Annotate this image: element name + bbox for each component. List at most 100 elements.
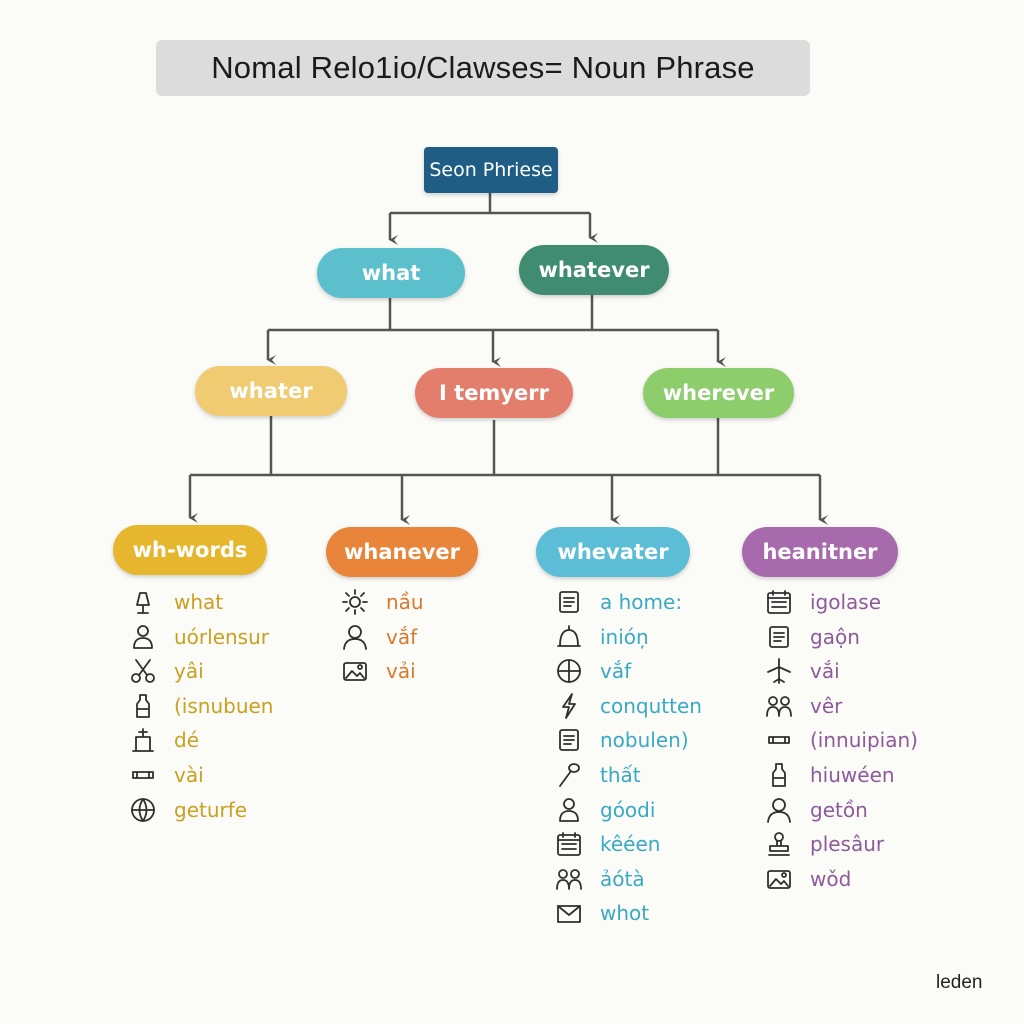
list-item: geturfe [126, 794, 247, 826]
list-item-label: igolase [810, 590, 882, 614]
scissors-icon [126, 655, 160, 687]
root-node: Seon Phriese [424, 147, 558, 193]
list-item: vêr [762, 690, 842, 722]
list-item-label: conqutten [600, 693, 702, 718]
lamp-icon [126, 586, 160, 618]
list-item-label: góodi [600, 797, 656, 822]
bottle-icon [762, 759, 796, 791]
person-icon [126, 621, 160, 653]
list-item: whot [552, 897, 649, 929]
document-icon [762, 621, 796, 653]
document-icon [552, 724, 586, 756]
user-icon [338, 621, 372, 653]
list-item: vắi [762, 655, 840, 687]
list-item-label: (isnubuen [174, 693, 274, 718]
envelope-icon [552, 897, 586, 929]
image-icon [338, 655, 372, 687]
list-item: góodi [552, 794, 655, 826]
list-item: vải [338, 655, 416, 687]
list-item-label: vắf [600, 659, 632, 684]
list-item-label: whot [600, 901, 650, 926]
building-icon [126, 724, 160, 756]
group-icon [762, 690, 796, 722]
title-bar: Nomal Relo1io/Clawses= Noun Phrase [156, 40, 810, 96]
list-item-label: (innuipian) [810, 728, 918, 753]
category-node-whevater: whevater [536, 527, 690, 577]
list-item: yâi [126, 655, 204, 687]
root-node-label: Seon Phriese [429, 159, 553, 181]
list-item: vắf [338, 621, 417, 653]
list-item-label: vắi [810, 659, 840, 684]
bone-icon [762, 724, 796, 756]
bone-icon [126, 759, 160, 791]
list-item-label: nobulen) [600, 728, 689, 753]
dome-icon [552, 621, 586, 653]
list-item: hiuwéen [762, 759, 895, 791]
level2-node-label: whater [229, 379, 313, 403]
level2-node-wherever: wherever [643, 368, 794, 418]
list-item: wǒd [762, 863, 851, 895]
list-item: getồn [762, 794, 868, 826]
level1-node-whatever: whatever [519, 245, 669, 295]
plane-icon [762, 655, 796, 687]
list-item-label: uórlensur [174, 624, 269, 649]
list-item: igolase [762, 586, 881, 618]
category-node-label: wh-words [132, 538, 248, 562]
list-item-label: thất [600, 763, 641, 787]
person-icon [552, 794, 586, 826]
list-item-label: hiuwéen [810, 763, 895, 787]
level2-node-temyerr: I temyerr [415, 368, 573, 418]
list-item: thất [552, 759, 641, 791]
list-item: inióņ [552, 621, 649, 653]
list-item: nầu [338, 586, 424, 618]
list-item-label: wǒd [810, 866, 852, 891]
list-item: gaộn [762, 621, 860, 653]
list-item-label: vắf [386, 624, 418, 649]
calendar-icon [762, 586, 796, 618]
watermark-logo: leden [936, 972, 983, 993]
bottle-icon [126, 690, 160, 722]
list-item: conqutten [552, 690, 702, 722]
category-node-label: whanever [343, 540, 460, 564]
list-item: vắf [552, 655, 631, 687]
level2-node-label: wherever [662, 381, 775, 405]
list-item-label: ảótà [600, 866, 645, 891]
page-title: Nomal Relo1io/Clawses= Noun Phrase [211, 50, 755, 85]
category-node-label: whevater [557, 540, 669, 564]
list-item-label: plesâur [810, 832, 885, 857]
sun-icon [338, 586, 372, 618]
image-icon [762, 863, 796, 895]
list-item: plesâur [762, 828, 884, 860]
category-node-wh-words: wh-words [113, 525, 267, 575]
list-item: a home: [552, 586, 682, 618]
list-item-label: nầu [386, 590, 424, 614]
user-icon [762, 794, 796, 826]
list-item: nobulen) [552, 724, 689, 756]
globe-icon [126, 794, 160, 826]
lightning-icon [552, 690, 586, 722]
spoon-icon [552, 759, 586, 791]
list-item-label: kêéen [600, 832, 661, 857]
list-item-label: vài [174, 763, 204, 787]
category-node-heanitner: heanitner [742, 527, 898, 577]
list-item: dé [126, 724, 199, 756]
level2-node-label: I temyerr [439, 381, 549, 405]
level1-node-what: what [317, 248, 465, 298]
list-item-label: gaộn [810, 624, 860, 649]
list-item: (isnubuen [126, 690, 273, 722]
category-node-label: heanitner [762, 540, 878, 564]
list-item: kêéen [552, 828, 660, 860]
calendar-icon [552, 828, 586, 860]
stamp-icon [762, 828, 796, 860]
list-item-label: getồn [810, 797, 868, 822]
document-icon [552, 586, 586, 618]
group-icon [552, 863, 586, 895]
level2-node-whater: whater [195, 366, 347, 416]
category-node-whanever: whanever [326, 527, 478, 577]
list-item: what [126, 586, 223, 618]
list-item-label: geturfe [174, 797, 248, 822]
list-item: vài [126, 759, 204, 791]
compass-icon [552, 655, 586, 687]
list-item: ảótà [552, 863, 645, 895]
